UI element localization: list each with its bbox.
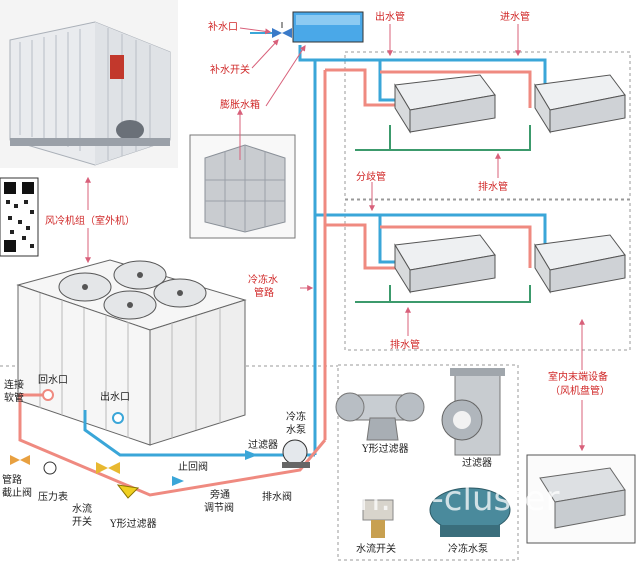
label-pump-photo: 冷冻水泵 [448,542,488,555]
fan-coil-unit-4 [534,234,626,294]
label-indoor-terminal-2: （风机盘管） [550,384,610,397]
label-inlet-pipe-top: 进水管 [500,10,530,23]
flow-switch-valve [108,462,120,474]
filter-valve [245,450,258,460]
leader-arrows [85,24,585,452]
label-flow-switch-photo: 水流开关 [356,542,396,555]
label-outdoor-unit: 风冷机组（室外机） [45,214,135,227]
y-filter-photo [335,392,425,441]
pump-photo [429,487,511,537]
watermark: cn.tls-cluster [340,479,559,519]
outlet-port-fitting [112,412,124,424]
fan-coil-unit-2 [534,74,626,134]
label-bypass-valve-1: 旁通 [210,488,230,501]
label-filter-photo: 过滤器 [462,456,492,469]
fan-coil-units [394,74,626,294]
label-chilled-pipe-2: 管路 [254,286,274,299]
label-stop-valve: 止回阀 [178,460,208,473]
y-filter-valve [116,484,140,499]
label-outlet-pipe-top: 出水管 [375,10,405,23]
label-drain-pipe-2: 排水管 [390,338,420,351]
check-valve [172,476,184,486]
return-port-fitting [42,389,54,401]
expansion-tank-photo [189,134,296,239]
makeup-water-tank [292,11,364,43]
label-branch-pipe: 分歧管 [356,170,386,183]
basket-filter-photo [441,368,505,456]
label-makeup-switch: 补水开关 [210,63,250,76]
label-indoor-terminal-1: 室内末端设备 [548,370,608,383]
fan-coil-unit-3 [394,234,496,294]
drain-pipes [355,125,531,303]
fan-hubs [82,272,183,308]
label-chilled-pipe-1: 冷冻水 [248,273,278,286]
label-return-port: 回水口 [38,374,68,386]
bottom-pipe-controls [10,389,310,499]
label-flex-pipe-1: 连接 [4,378,24,391]
label-flex-pipe-2: 软管 [4,391,24,404]
indoor-terminal-photo [526,454,636,544]
label-pump-1: 冷冻 [286,410,306,423]
pressure-gauge [43,461,57,475]
label-pipe-valve-1: 管路 [2,473,22,486]
label-y-filter-bottom: Y形过滤器 [109,517,157,530]
label-flow-switch-2: 开关 [72,515,92,528]
label-pressure-gauge: 压力表 [38,490,68,503]
chilled-water-pump [282,439,308,465]
label-drain-pipe-1: 排水管 [478,180,508,193]
outdoor-unit-photo [0,0,178,168]
label-flow-switch-1: 水流 [72,502,92,515]
label-outlet-port: 出水口 [100,390,130,403]
qr-code [0,177,39,257]
flow-switch-photo [362,499,394,538]
label-pump-2: 水泵 [286,424,306,436]
label-bypass-valve-2: 调节阀 [204,501,234,514]
lower-indoor-region [344,199,631,351]
fan-coil-unit-1 [394,74,496,134]
label-pipe-valve-2: 截止阀 [2,486,32,499]
label-makeup-port: 补水口 [208,20,238,33]
label-y-filter-photo: Y形过滤器 [361,442,409,455]
labels: 补水口 补水开关 膨胀水箱 出水管 进水管 排水管 分歧管 排水管 风冷机组（室… [2,10,610,555]
label-drain-valve: 排水阀 [262,490,292,503]
component-photo-region [337,364,519,561]
label-filter: 过滤器 [248,438,278,451]
label-expansion-tank: 膨胀水箱 [220,98,260,111]
pipe-stop-valve [20,455,30,465]
